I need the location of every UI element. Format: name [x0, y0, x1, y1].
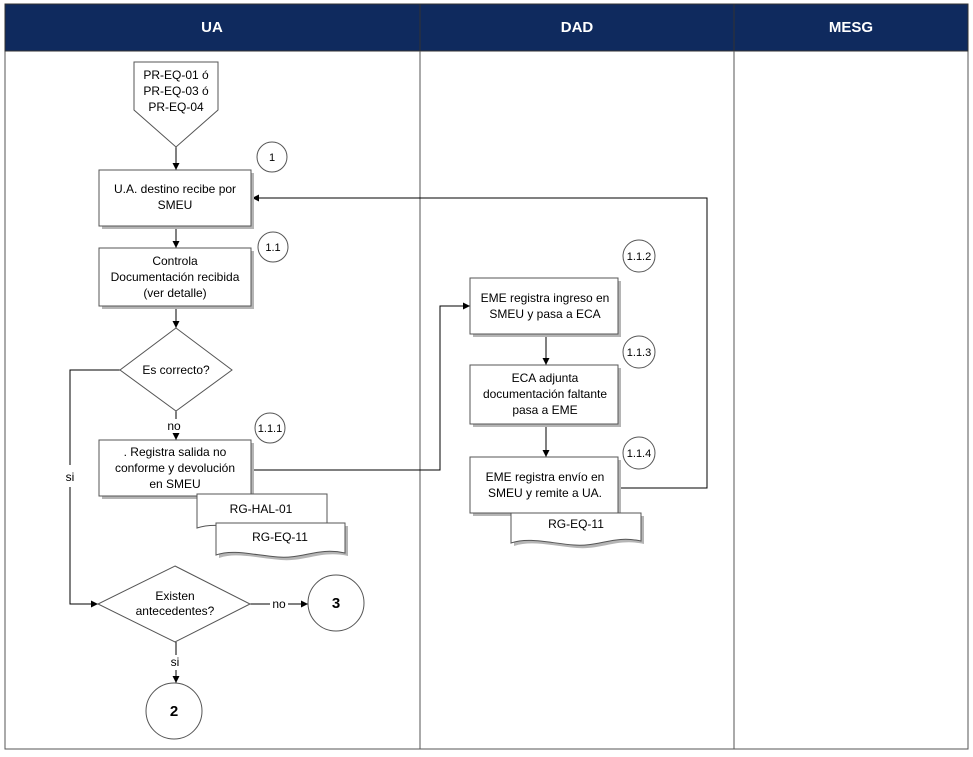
connector-3: 3: [307, 574, 365, 632]
svg-text:documentación faltante: documentación faltante: [483, 387, 607, 401]
step-number-1-1-2: 1.1.2: [622, 239, 656, 273]
lane-title-ua: UA: [201, 19, 223, 36]
decision-existen-antecedentes: Existen antecedentes?: [96, 565, 252, 643]
svg-text:SMEU: SMEU: [158, 198, 193, 212]
svg-text:PR-EQ-03 ó: PR-EQ-03 ó: [143, 84, 209, 98]
svg-text:1: 1: [269, 152, 275, 164]
edge-label-si-2: si: [171, 655, 180, 669]
document-rg-eq-11-ua: RG-EQ-11: [215, 522, 348, 561]
lane-header-dad: [419, 3, 735, 52]
svg-text:1.1: 1.1: [265, 242, 280, 254]
process-eme-ingreso: EME registra ingreso en SMEU y pasa a EC…: [469, 277, 621, 337]
lane-title-dad: DAD: [561, 19, 594, 36]
svg-text:EME registra envío en: EME registra envío en: [486, 470, 605, 484]
svg-text:RG-EQ-11: RG-EQ-11: [548, 517, 604, 531]
process-controla: Controla Documentación recibida (ver det…: [98, 247, 254, 309]
process-eca-adjunta: ECA adjunta documentación faltante pasa …: [469, 364, 621, 427]
step-number-1-1-4: 1.1.4: [622, 436, 656, 470]
svg-text:PR-EQ-01 ó: PR-EQ-01 ó: [143, 68, 209, 82]
svg-text:2: 2: [170, 703, 178, 720]
svg-text:Controla: Controla: [152, 254, 198, 268]
svg-text:1.1.1: 1.1.1: [258, 423, 282, 435]
svg-text:antecedentes?: antecedentes?: [136, 604, 215, 618]
connector-2: 2: [145, 682, 203, 740]
start-offpage-connector: PR-EQ-01 ó PR-EQ-03 ó PR-EQ-04: [133, 61, 219, 148]
svg-text:Es correcto?: Es correcto?: [142, 363, 210, 377]
document-rg-eq-11-dad: RG-EQ-11: [510, 512, 644, 549]
step-number-1-1: 1.1: [257, 231, 289, 263]
svg-text:Existen: Existen: [155, 589, 194, 603]
svg-text:en SMEU: en SMEU: [149, 477, 200, 491]
svg-text:(ver detalle): (ver detalle): [143, 286, 206, 300]
svg-text:ECA adjunta: ECA adjunta: [512, 371, 579, 385]
edge-label-no-2: no: [272, 597, 286, 611]
svg-text:SMEU y remite a UA.: SMEU y remite a UA.: [488, 486, 602, 500]
edge-label-no-1: no: [167, 419, 181, 433]
step-number-1: 1: [256, 141, 288, 173]
process-registra-salida: . Registra salida no conforme y devoluci…: [98, 439, 254, 499]
svg-text:conforme y devolución: conforme y devolución: [115, 461, 235, 475]
svg-text:EME registra ingreso en: EME registra ingreso en: [481, 291, 610, 305]
svg-text:SMEU y pasa a ECA: SMEU y pasa a ECA: [489, 307, 600, 321]
svg-text:1.1.2: 1.1.2: [627, 251, 651, 263]
lane-header-ua: [4, 3, 421, 52]
step-number-1-1-1: 1.1.1: [254, 412, 286, 444]
svg-text:PR-EQ-04: PR-EQ-04: [148, 100, 204, 114]
lane-title-mesg: MESG: [829, 19, 873, 36]
svg-text:Documentación recibida: Documentación recibida: [111, 270, 240, 284]
step-number-1-1-3: 1.1.3: [622, 335, 656, 369]
process-recibe: U.A. destino recibe por SMEU: [98, 169, 254, 229]
svg-text:U.A. destino recibe por: U.A. destino recibe por: [114, 182, 236, 196]
process-eme-envio: EME registra envío en SMEU y remite a UA…: [469, 456, 621, 516]
svg-text:1.1.3: 1.1.3: [627, 347, 651, 359]
lane-header-mesg: [733, 3, 969, 52]
svg-text:RG-HAL-01: RG-HAL-01: [230, 502, 293, 516]
svg-text:3: 3: [332, 595, 340, 612]
svg-text:1.1.4: 1.1.4: [627, 448, 651, 460]
svg-text:pasa a EME: pasa a EME: [512, 403, 577, 417]
svg-text:RG-EQ-11: RG-EQ-11: [252, 530, 308, 544]
connector-lines: [69, 147, 708, 683]
svg-text:. Registra salida no: . Registra salida no: [124, 445, 227, 459]
edge-label-si-1: si: [66, 470, 75, 484]
decision-es-correcto: Es correcto?: [119, 327, 233, 412]
